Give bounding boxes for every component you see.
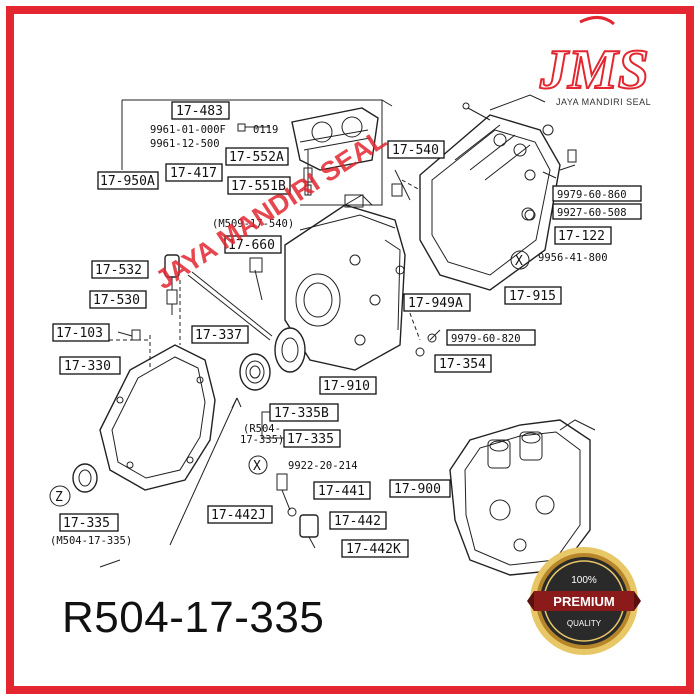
label-17-915: 17-915 [509, 289, 556, 304]
badge-top-text: 100% [571, 575, 597, 586]
jms-logo: JMS JAYA MANDIRI SEAL [538, 16, 651, 107]
label-r504-b: 17-335) [240, 434, 284, 446]
label-9927-60-508: 9927-60-508 [557, 207, 627, 219]
part-number-caption: R504-17-335 [62, 593, 325, 642]
part-labels: 17-483 9961-01-000F 0119 9961-12-500 17-… [49, 101, 642, 558]
label-17-335-z: 17-335 [63, 516, 110, 531]
bell-housing-17-330 [72, 254, 216, 568]
label-9979-60-860: 9979-60-860 [557, 189, 627, 201]
label-17-442: 17-442 [334, 514, 381, 529]
label-17-900: 17-900 [394, 482, 441, 497]
label-17-442j: 17-442J [211, 508, 266, 523]
label-x2: X [253, 459, 261, 474]
label-17-335: 17-335 [287, 432, 334, 447]
label-17-337: 17-337 [195, 328, 242, 343]
seal-17-335 [169, 353, 271, 546]
label-9922-20-214: 9922-20-214 [288, 460, 358, 472]
label-m509: (M509-17-540) [212, 218, 294, 230]
label-17-551b: 17-551B [231, 179, 286, 194]
label-17-532: 17-532 [95, 263, 142, 278]
label-9961-12-500: 9961-12-500 [150, 138, 220, 150]
label-17-483: 17-483 [176, 104, 223, 119]
label-17-441: 17-441 [318, 484, 365, 499]
label-17-552a: 17-552A [229, 150, 284, 165]
label-17-354: 17-354 [439, 357, 486, 372]
label-17-950a: 17-950A [100, 174, 155, 189]
housing-17-910 [187, 194, 406, 373]
label-17-660: 17-660 [228, 238, 275, 253]
label-17-910: 17-910 [323, 379, 370, 394]
premium-quality-badge: 100% PREMIUM QUALITY [527, 547, 641, 655]
label-17-330: 17-330 [64, 359, 111, 374]
label-17-442k: 17-442K [346, 542, 401, 557]
label-17-122: 17-122 [558, 229, 605, 244]
label-9961-01-000f: 9961-01-000F [150, 124, 226, 136]
label-17-335b: 17-335B [274, 406, 329, 421]
label-z: Z [55, 490, 63, 505]
label-9956-41-800: 9956-41-800 [538, 252, 608, 264]
label-17-417: 17-417 [170, 166, 217, 181]
label-m504: (M504-17-335) [50, 535, 132, 547]
label-x1: X [515, 254, 523, 269]
housing-17-915 [401, 94, 577, 291]
upper-cover-group [121, 99, 393, 206]
badge-main-text: PREMIUM [553, 594, 614, 609]
label-17-103: 17-103 [56, 326, 103, 341]
housing-17-900 [276, 419, 596, 576]
label-0119: 0119 [253, 124, 278, 136]
label-17-540: 17-540 [392, 143, 439, 158]
badge-bottom-text: QUALITY [567, 619, 602, 628]
logo-letters: JMS [539, 39, 649, 101]
label-17-530: 17-530 [93, 293, 140, 308]
label-17-949a: 17-949A [408, 296, 463, 311]
label-9979-60-820: 9979-60-820 [451, 333, 521, 345]
logo-tagline: JAYA MANDIRI SEAL [556, 97, 651, 107]
